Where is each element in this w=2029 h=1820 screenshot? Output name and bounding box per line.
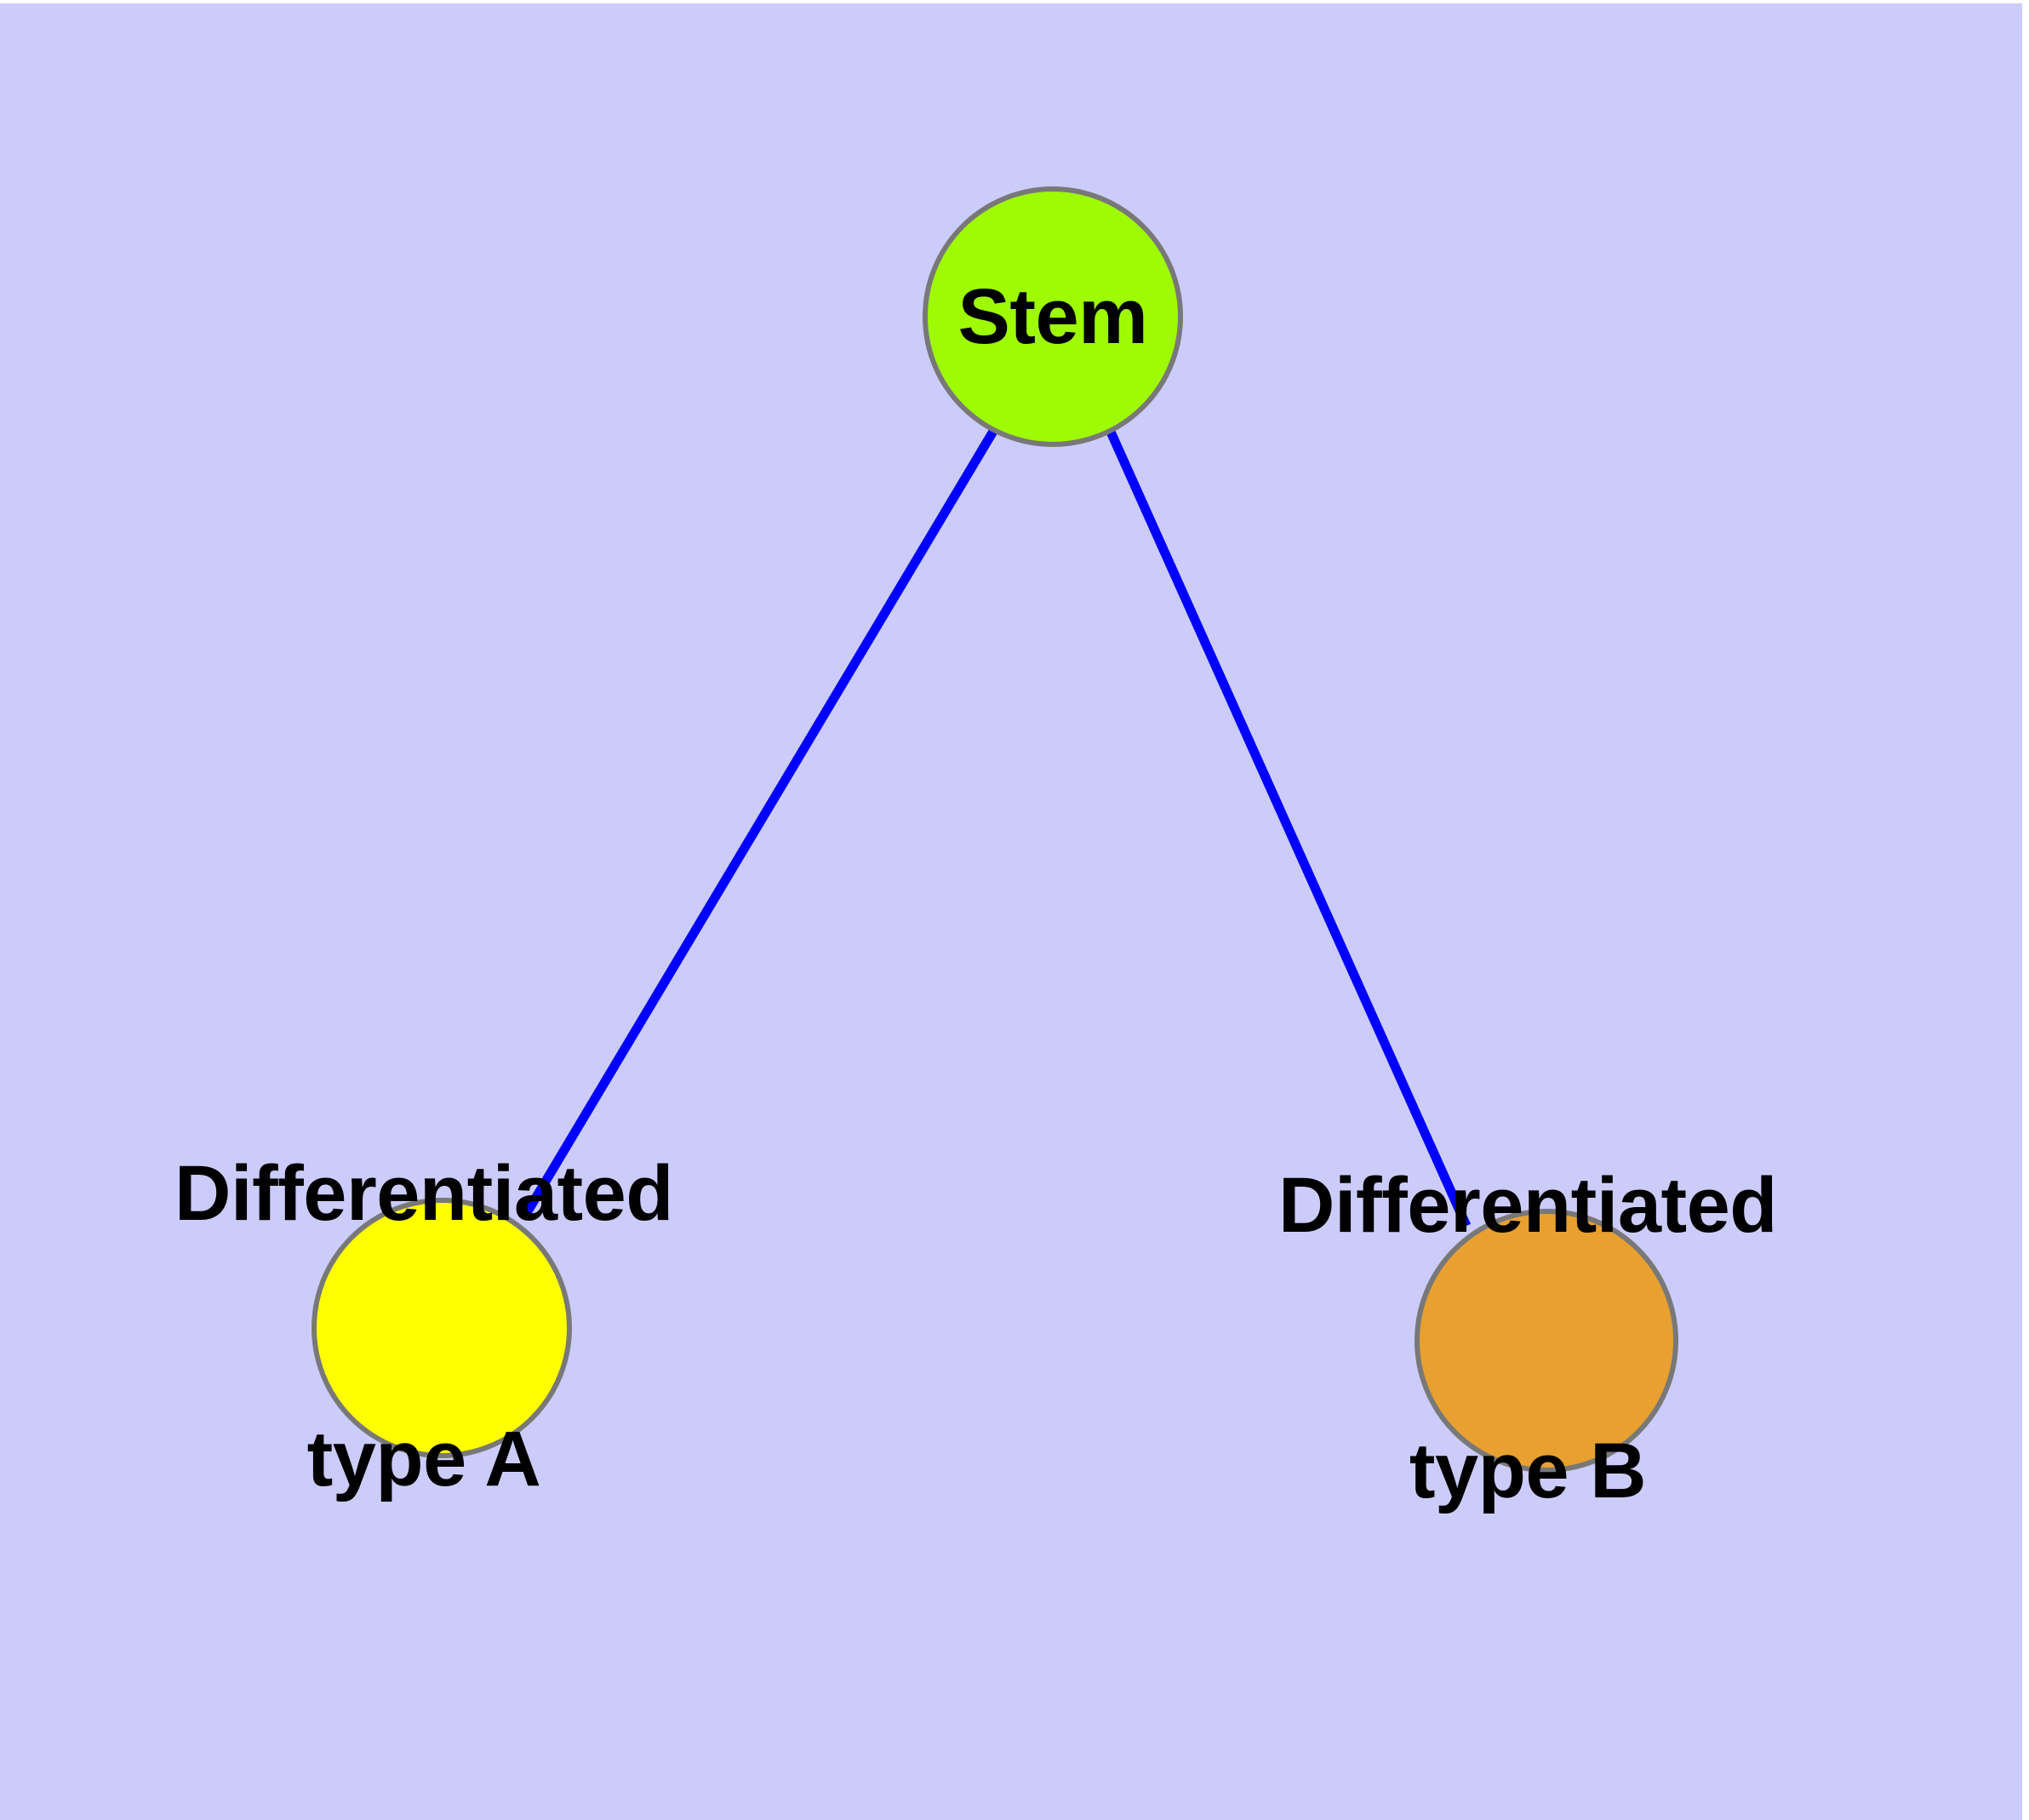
edge-stem-to-type-a xyxy=(521,427,998,1218)
node-circle-differentiated-type-b[interactable] xyxy=(1415,1209,1678,1473)
edge-layer xyxy=(521,427,1472,1228)
node-circle-differentiated-type-a[interactable] xyxy=(311,1198,572,1458)
node-layer xyxy=(311,186,1678,1473)
edge-stem-to-type-b xyxy=(1105,427,1472,1228)
node-circle-stem[interactable] xyxy=(923,186,1183,447)
